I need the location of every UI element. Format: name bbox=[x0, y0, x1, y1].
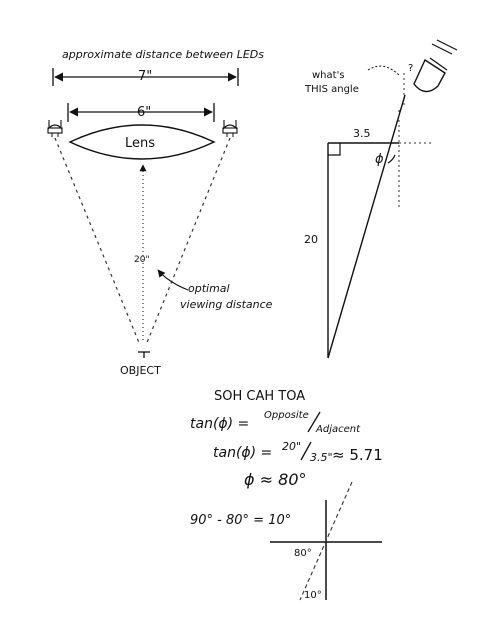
mnemonic: SOH CAH TOA bbox=[214, 389, 305, 404]
tilted-led-icon bbox=[413, 39, 458, 93]
led-distance-title: approximate distance between LEDs bbox=[62, 48, 264, 61]
phi-angle-label: ϕ bbox=[375, 152, 384, 167]
lens-shape bbox=[68, 124, 216, 160]
formula-denominator: Adjacent bbox=[315, 424, 361, 435]
object-label: OBJECT bbox=[120, 364, 161, 377]
angle-10-label: 10° bbox=[304, 590, 322, 601]
calc-denominator: 3.5" bbox=[310, 451, 333, 464]
angle-arc bbox=[387, 154, 396, 164]
calc-lhs: tan(ϕ) = bbox=[213, 445, 272, 461]
cross-dashed-diagonal bbox=[299, 481, 353, 601]
optimal-label-line1: optimal bbox=[188, 282, 230, 295]
formula-slash bbox=[307, 411, 321, 433]
right-angle-marker bbox=[328, 143, 341, 156]
triangle-hypotenuse bbox=[327, 94, 406, 359]
calc-numerator: 20" bbox=[282, 440, 301, 453]
optimal-label-line2: viewing distance bbox=[180, 298, 273, 311]
vertical-dimension-label: 20" bbox=[134, 255, 150, 265]
top-dimension-label: 3.5 bbox=[353, 127, 371, 140]
led-left-icon bbox=[47, 120, 63, 137]
phi-result: ϕ ≈ 80° bbox=[244, 470, 307, 489]
subtraction: 90° - 80° = 10° bbox=[190, 513, 291, 528]
object-marker bbox=[138, 351, 150, 358]
question-arrow bbox=[367, 65, 401, 77]
question-line1: what's bbox=[312, 70, 345, 81]
angle-80-label: 80° bbox=[294, 548, 312, 559]
outer-dimension bbox=[52, 68, 239, 86]
formula-lhs: tan(ϕ) = bbox=[190, 416, 249, 432]
calc-result: ≈ 5.71 bbox=[332, 446, 383, 464]
calc-slash bbox=[300, 441, 312, 461]
lens-label: Lens bbox=[125, 136, 155, 151]
optimal-arrow bbox=[157, 269, 189, 291]
inner-dimension bbox=[67, 103, 215, 122]
led-right-icon bbox=[222, 120, 238, 137]
side-dimension-label: 20 bbox=[304, 233, 318, 246]
inner-dimension-label: 6" bbox=[137, 105, 151, 120]
left-sight-line bbox=[54, 137, 141, 346]
outer-dimension-label: 7" bbox=[138, 69, 152, 84]
question-line2: THIS angle bbox=[304, 84, 359, 95]
right-sight-line bbox=[145, 137, 231, 346]
question-mark: ? bbox=[408, 63, 413, 74]
formula-numerator: Opposite bbox=[264, 410, 309, 421]
